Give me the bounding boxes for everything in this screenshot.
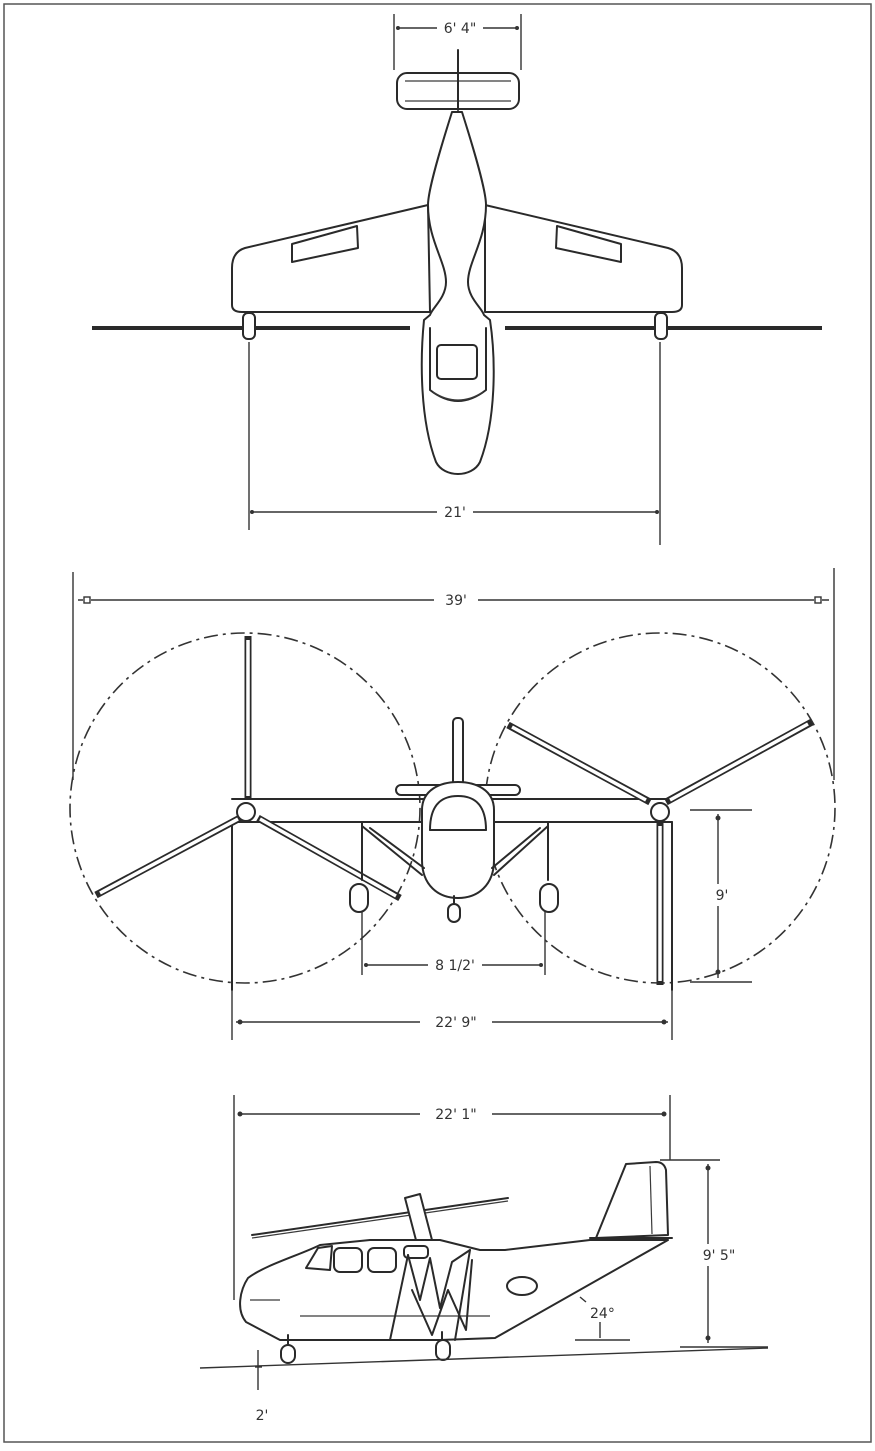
dim-length: 22' 1" [233,1095,671,1300]
top-wing-right [484,204,683,313]
dim-label-outrigger-span: 22' 9" [435,1015,476,1031]
side-pylon-struts [389,1249,473,1341]
front-nose-wheel [447,903,461,923]
side-nose-wheel [280,1344,296,1364]
dim-outrigger-span: 22' 9" [231,990,673,1040]
dim-side-height: 9' 5" [660,1159,768,1348]
side-windshield [305,1245,333,1271]
dim-label-gear-track: 21' [444,505,466,521]
front-main-wheel-right [539,883,559,913]
dim-label-main-gear-track: 8 1/2' [435,958,475,974]
front-view: 39' [69,568,836,1040]
top-wing-left [231,204,431,313]
dim-tail-span: 6' 4" [393,14,522,70]
dim-label-rotor-span: 39' [445,593,467,609]
side-window-1 [333,1247,363,1273]
dim-label-ground-clearance: 2' [256,1408,269,1424]
front-main-wheel-left [349,883,369,913]
dim-label-length: 22' 1" [435,1107,476,1123]
top-view: 6' 4" 21' [92,14,822,545]
dim-label-tail-span: 6' 4" [444,21,477,37]
rotor-disc-left [69,632,421,984]
side-main-wheel [435,1339,451,1361]
dim-label-tail-angle: 24° [590,1306,615,1322]
top-fuselage [420,111,495,475]
top-cockpit [436,344,478,380]
side-rotor-blade [251,1197,509,1236]
side-view: 22' 1" [199,1095,769,1424]
dim-label-side-height: 9' 5" [703,1248,736,1264]
dim-main-gear-track: 8 1/2' [361,912,546,975]
dim-front-height: 9' [690,809,752,983]
front-fuselage [421,781,495,899]
top-gear-left [242,312,256,340]
dim-ground-clearance: 2' [255,1350,268,1424]
rotor-blades-right [506,718,814,985]
dim-gear-track: 21' [248,342,661,545]
top-gear-right [654,312,668,340]
dim-rotor-span: 39' [72,568,835,780]
dim-label-front-height: 9' [716,888,729,904]
side-window-2 [367,1247,397,1273]
rotor-blades-left [94,636,402,902]
front-fin [452,717,464,793]
side-roundel [506,1276,538,1296]
dim-tail-angle: 24° [575,1296,630,1341]
front-gear-struts [361,821,549,881]
